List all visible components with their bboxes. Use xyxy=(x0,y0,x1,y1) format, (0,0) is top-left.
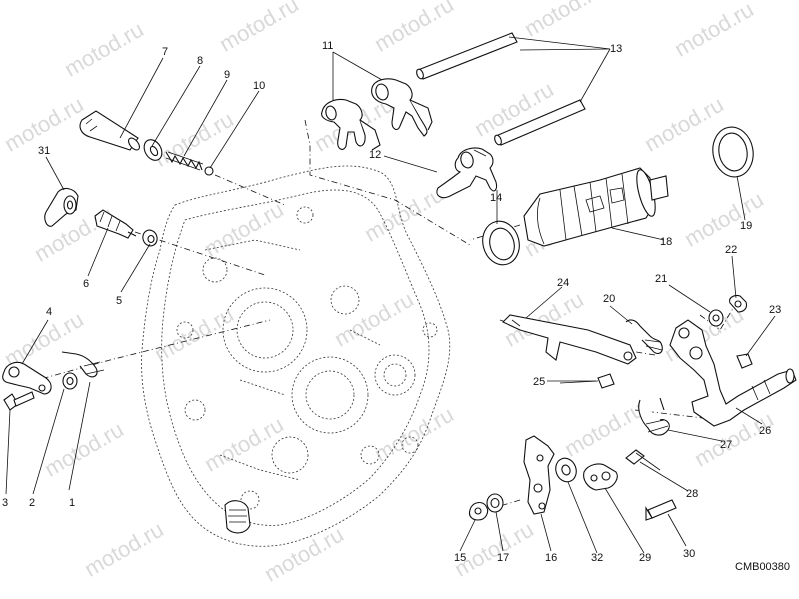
leader-lines xyxy=(5,36,776,554)
callout-6: 6 xyxy=(83,278,89,290)
nut-23 xyxy=(736,353,753,369)
ring-19 xyxy=(712,126,754,178)
ring-14 xyxy=(482,220,520,266)
washer-8 xyxy=(143,139,163,161)
callouts: 1 2 3 4 5 6 7 8 9 10 11 12 13 14 15 16 1… xyxy=(2,40,781,564)
return-spring-1 xyxy=(61,351,105,378)
shift-lever-24 xyxy=(502,314,637,365)
callout-15: 15 xyxy=(454,552,466,564)
detent-plunger-7 xyxy=(79,110,140,151)
callout-26: 26 xyxy=(759,425,771,437)
callout-24: 24 xyxy=(557,277,569,289)
diagram-code: CMB00380 xyxy=(735,561,790,573)
callout-22: 22 xyxy=(725,244,737,256)
callout-25: 25 xyxy=(533,376,545,388)
gearshift-shaft-26 xyxy=(669,319,797,427)
callout-18: 18 xyxy=(660,236,672,248)
fork-rod-13 xyxy=(416,32,586,146)
callout-20: 20 xyxy=(603,293,615,305)
callout-29: 29 xyxy=(639,552,651,564)
ball-10 xyxy=(204,166,214,176)
callout-14: 14 xyxy=(490,192,502,204)
callout-3: 3 xyxy=(2,497,8,509)
spring-20 xyxy=(625,319,663,355)
bolt-30 xyxy=(645,499,677,521)
stopper-arm-29 xyxy=(583,463,618,491)
washer-5 xyxy=(142,229,158,247)
callout-2: 2 xyxy=(29,497,35,509)
shift-drum-18 xyxy=(523,167,669,247)
selector-arm-31 xyxy=(44,187,79,227)
callout-8: 8 xyxy=(197,55,203,67)
callout-23: 23 xyxy=(769,304,781,316)
callout-13: 13 xyxy=(610,43,622,55)
callout-11: 11 xyxy=(322,40,333,52)
washer-21 xyxy=(708,309,724,327)
callout-1: 1 xyxy=(69,497,75,509)
crankcase-half xyxy=(141,165,451,547)
callout-28: 28 xyxy=(686,488,698,500)
washer-17 xyxy=(486,493,504,513)
spring-9 xyxy=(165,151,204,171)
callout-32: 32 xyxy=(591,552,603,564)
callout-9: 9 xyxy=(224,69,230,81)
sensor-6 xyxy=(94,209,137,239)
callout-19: 19 xyxy=(740,220,752,232)
washer-2 xyxy=(62,372,78,390)
bolt-3 xyxy=(3,391,35,411)
shift-fork-11b xyxy=(371,78,433,137)
parts xyxy=(2,32,797,521)
callout-21: 21 xyxy=(655,273,667,285)
circlip-22 xyxy=(729,294,748,313)
washer-32 xyxy=(555,457,577,483)
callout-27: 27 xyxy=(720,439,732,451)
stopper-plate-16 xyxy=(523,435,555,515)
callout-12: 12 xyxy=(369,149,381,161)
shift-fork-12 xyxy=(436,147,498,199)
callout-5: 5 xyxy=(116,295,122,307)
callout-7: 7 xyxy=(162,46,168,58)
callout-16: 16 xyxy=(545,552,557,564)
circlip-15 xyxy=(468,501,489,521)
callout-30: 30 xyxy=(683,548,695,560)
spring-27 xyxy=(638,397,670,436)
shift-fork-11 xyxy=(321,98,381,151)
callout-17: 17 xyxy=(497,552,509,564)
bolt-25 xyxy=(559,373,615,389)
callout-31: 31 xyxy=(38,145,50,157)
bolt-28 xyxy=(625,449,661,471)
callout-10: 10 xyxy=(253,80,265,92)
lever-4 xyxy=(2,361,52,395)
callout-4: 4 xyxy=(46,306,52,318)
